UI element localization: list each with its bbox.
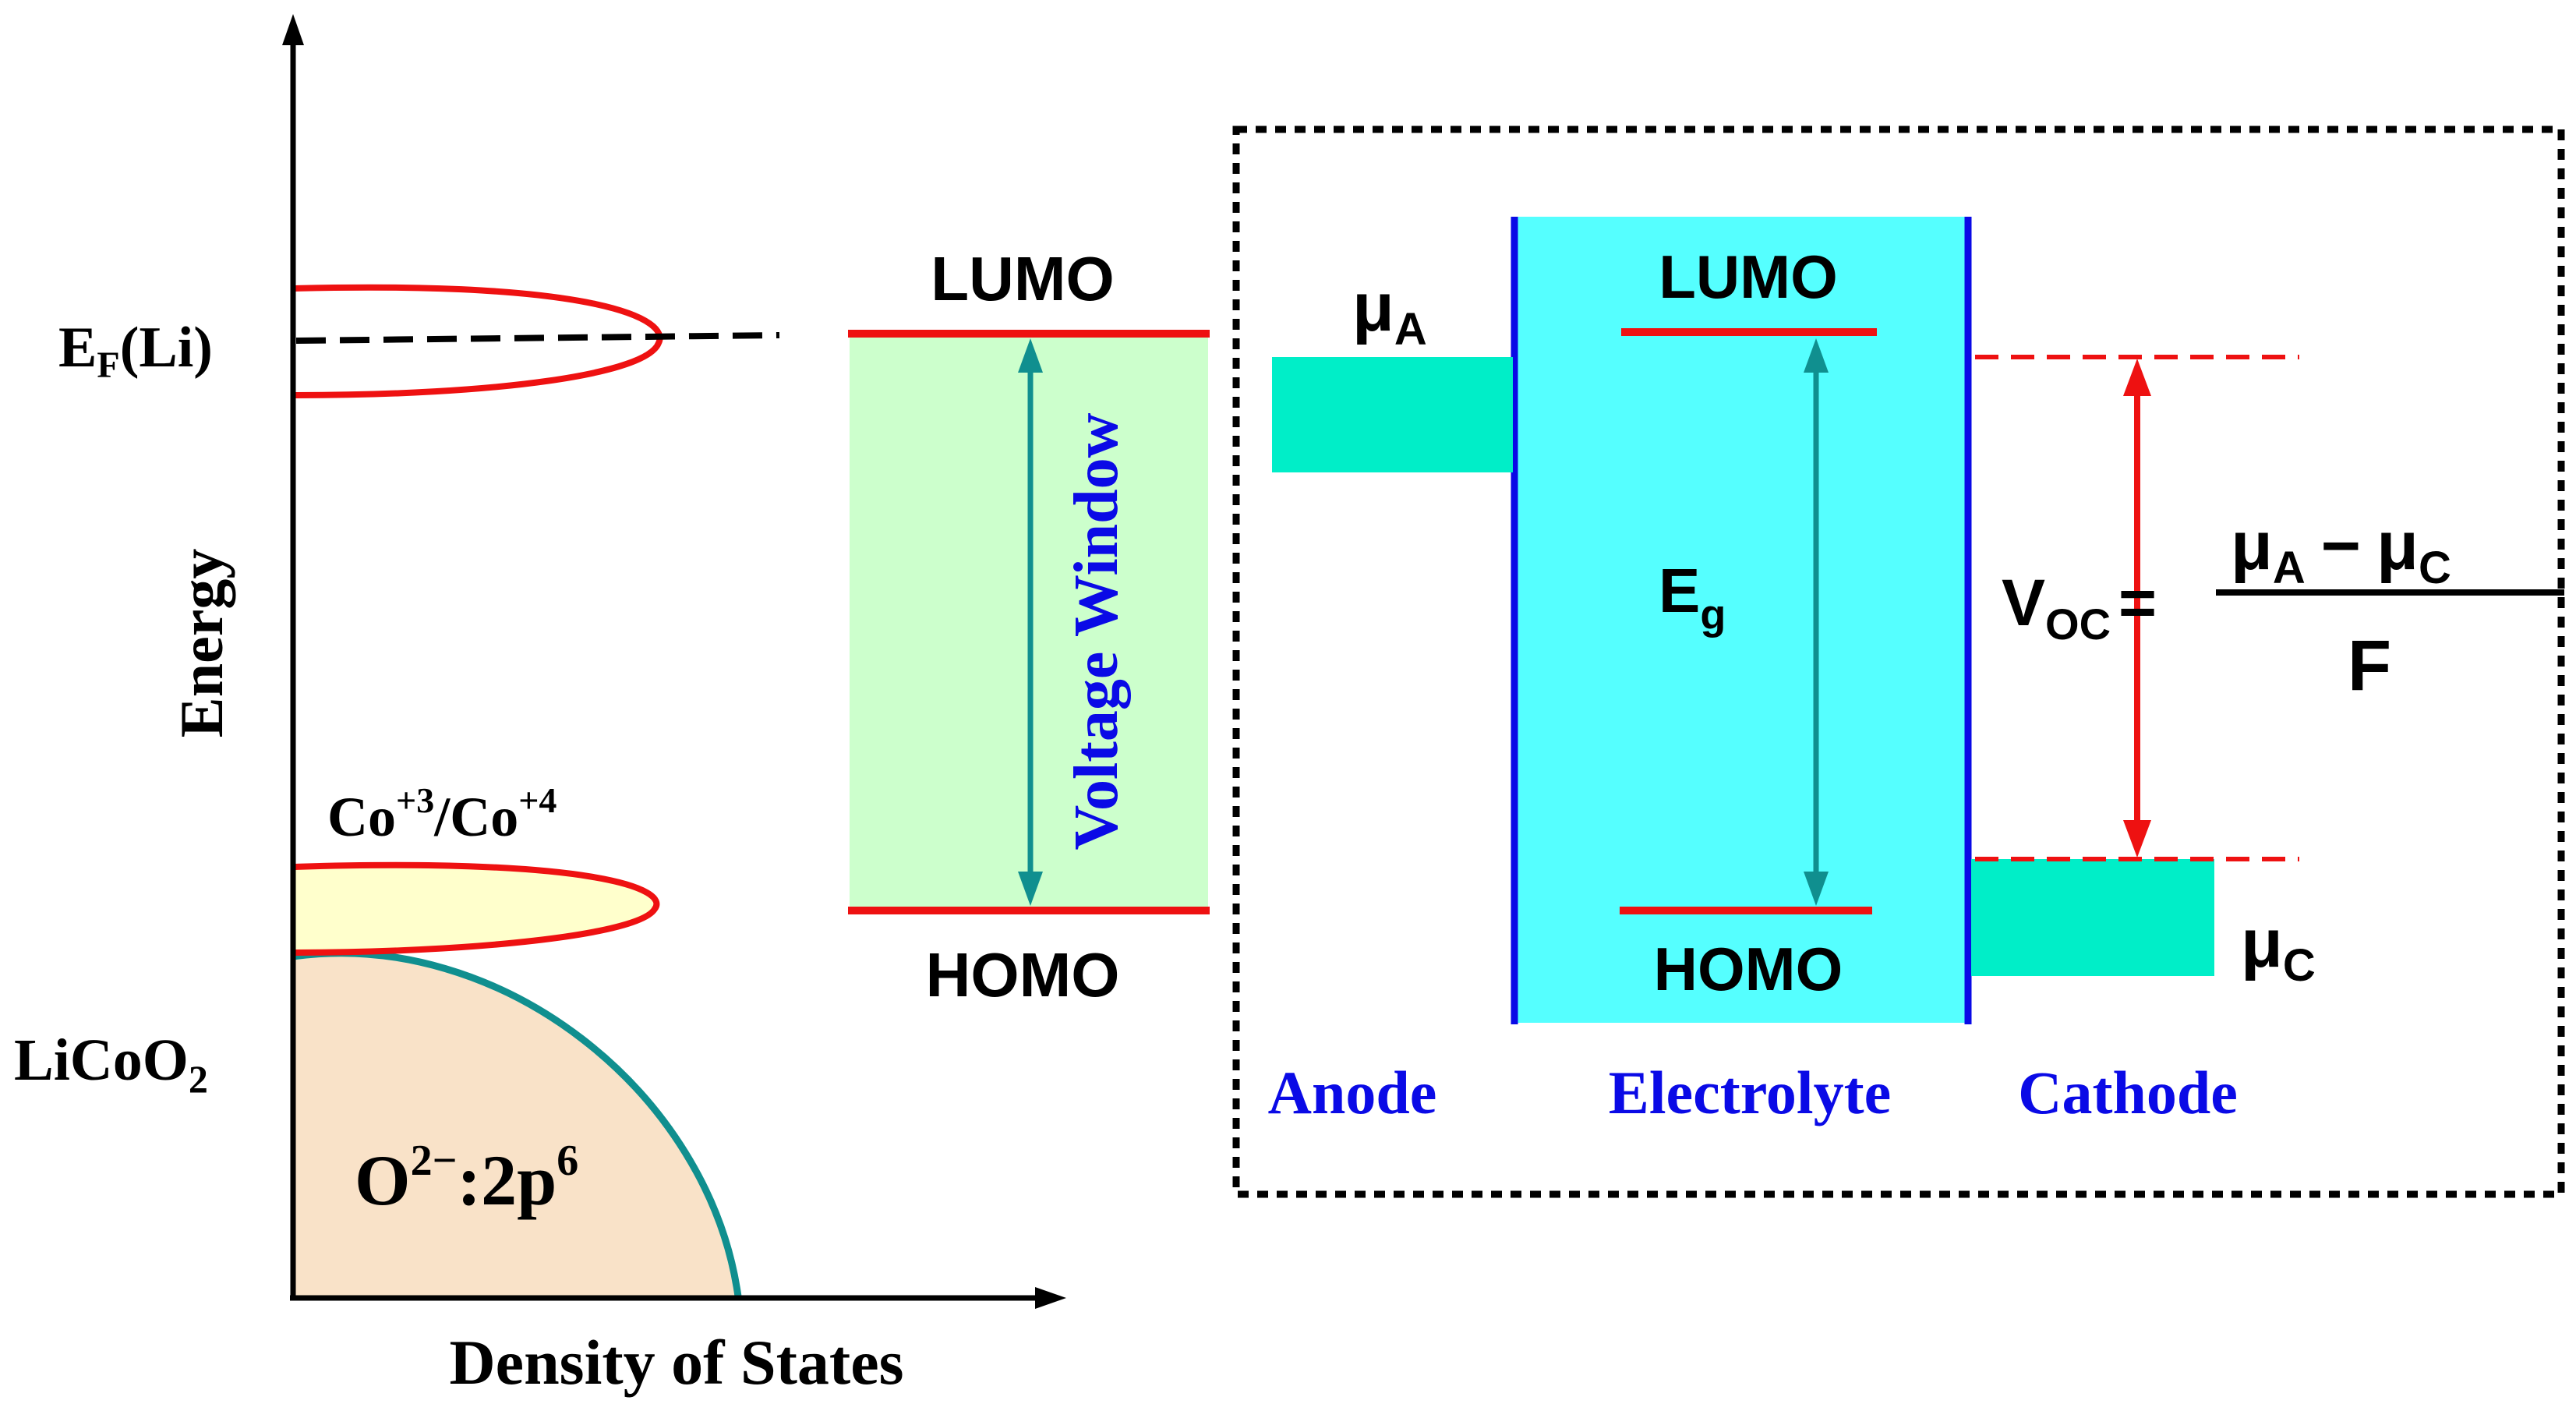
o2p-band <box>293 953 738 1296</box>
fraction-denominator: F <box>2348 626 2391 706</box>
eg-arrowhead-top <box>1804 338 1829 373</box>
voltage-window-label: Voltage Window <box>1062 412 1131 850</box>
cobalt-label: Co+3/Co+4 <box>327 780 557 848</box>
middle-lumo-label: LUMO <box>931 244 1115 313</box>
energy-axis-label: Energy <box>168 549 235 738</box>
cathode-mu-block <box>1971 859 2214 976</box>
cell-panel: μA μC LUMO HOMO Eg VOC= μA−μC F Anode El… <box>1232 126 2565 1198</box>
anode-label: Anode <box>1268 1059 1437 1126</box>
fermi-level-line <box>295 332 780 344</box>
eg-label: Eg <box>1659 556 1726 638</box>
ef-label: EF(Li) <box>58 316 213 386</box>
electrolyte-label: Electrolyte <box>1609 1059 1891 1126</box>
dos-panel: EF(Li) Energy Density of States Co+3/Co+… <box>14 14 1066 1398</box>
electrolyte-lumo-label: LUMO <box>1659 242 1838 311</box>
eg-arrowhead-bottom <box>1804 872 1829 906</box>
voltage-window-arrowhead-top <box>1018 338 1043 373</box>
cobalt-band <box>292 861 660 956</box>
fraction-numerator: μA−μC <box>2231 507 2451 593</box>
oxygen-label: O2−:2p6 <box>355 1137 578 1220</box>
mu-c-label: μC <box>2241 904 2316 991</box>
middle-homo-label: HOMO <box>926 940 1120 1010</box>
anode-mu-block <box>1272 357 1513 472</box>
licoo2-label: LiCoO2 <box>14 1027 208 1101</box>
voc-arrowhead-top <box>2123 359 2151 396</box>
electrolyte-block <box>1514 217 1968 1023</box>
voltage-window-arrowhead-bottom <box>1018 872 1043 906</box>
dos-axis-arrowhead <box>1035 1287 1066 1309</box>
voc-label: VOC= <box>2002 566 2157 649</box>
cell-frame <box>1232 126 2565 1198</box>
voc-arrowhead-bottom <box>2123 820 2151 858</box>
o2p-band-edge <box>292 950 742 1297</box>
electrolyte-homo-label: HOMO <box>1654 935 1843 1003</box>
cathode-label: Cathode <box>2018 1059 2238 1126</box>
mu-a-label: μA <box>1352 268 1427 355</box>
dos-axis-label: Density of States <box>449 1327 903 1398</box>
voltage-window-panel: LUMO HOMO Voltage Window <box>848 244 1210 1010</box>
energy-axis-arrowhead <box>282 14 304 45</box>
